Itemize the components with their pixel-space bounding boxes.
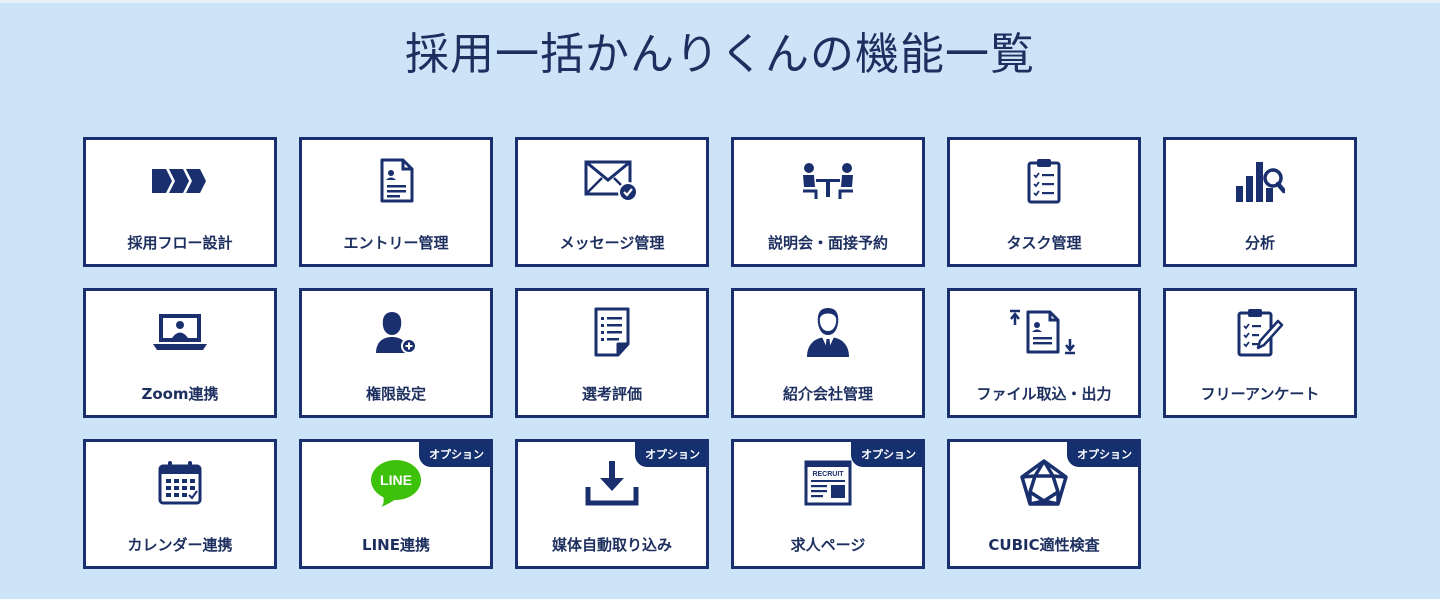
feature-label: カレンダー連携 xyxy=(127,536,233,554)
feature-label: フリーアンケート xyxy=(1200,385,1320,403)
feature-label: メッセージ管理 xyxy=(559,234,665,252)
file-import-export-icon xyxy=(1010,309,1075,355)
feature-label: 採用フロー設計 xyxy=(127,234,233,252)
feature-card-recruitment-flow[interactable]: 採用フロー設計 xyxy=(83,137,277,267)
feature-card-job-page[interactable]: オプション RECRUIT 求人ページ xyxy=(731,439,925,569)
feature-label: LINE連携 xyxy=(362,536,430,554)
feature-label: 選考評価 xyxy=(581,385,642,403)
feature-label: 分析 xyxy=(1244,234,1275,252)
feature-card-free-survey[interactable]: フリーアンケート xyxy=(1163,288,1357,418)
evaluation-sheet-icon xyxy=(594,307,630,357)
feature-label: Zoom連携 xyxy=(141,385,219,403)
feature-label: エントリー管理 xyxy=(343,234,449,252)
feature-card-zoom[interactable]: Zoom連携 xyxy=(83,288,277,418)
feature-card-entry-management[interactable]: エントリー管理 xyxy=(299,137,493,267)
top-border xyxy=(0,0,1440,3)
option-badge: オプション xyxy=(635,442,706,467)
feature-card-file-import-export[interactable]: ファイル取込・出力 xyxy=(947,288,1141,418)
bar-chart-magnifier-icon xyxy=(1236,162,1285,202)
feature-label: 紹介会社管理 xyxy=(782,385,873,403)
businessman-icon xyxy=(807,308,849,357)
feature-label: CUBIC適性検査 xyxy=(988,536,1100,554)
survey-clipboard-pen-icon xyxy=(1237,309,1284,357)
flow-arrows-icon xyxy=(152,169,206,193)
feature-card-cubic-aptitude-test[interactable]: オプション CUBIC適性検査 xyxy=(947,439,1141,569)
meeting-table-icon xyxy=(803,163,853,199)
recruit-page-icon: RECRUIT xyxy=(804,460,852,506)
feature-card-media-auto-import[interactable]: オプション 媒体自動取り込み xyxy=(515,439,709,569)
feature-label: 権限設定 xyxy=(365,385,426,403)
feature-grid: 採用フロー設計 エントリー管理 メッセージ管理 xyxy=(83,137,1357,569)
feature-card-task-management[interactable]: タスク管理 xyxy=(947,137,1141,267)
line-logo-icon: LINE xyxy=(371,460,421,507)
feature-card-agency-management[interactable]: 紹介会社管理 xyxy=(731,288,925,418)
entry-document-icon xyxy=(380,158,414,203)
option-badge: オプション xyxy=(1067,442,1138,467)
feature-card-selection-evaluation[interactable]: 選考評価 xyxy=(515,288,709,418)
user-plus-icon xyxy=(376,312,417,354)
feature-label: 媒体自動取り込み xyxy=(551,536,672,554)
feature-card-analysis[interactable]: 分析 xyxy=(1163,137,1357,267)
page-title: 採用一括かんりくんの機能一覧 xyxy=(405,29,1035,80)
feature-label: 説明会・面接予約 xyxy=(767,234,888,252)
feature-label: 求人ページ xyxy=(790,536,866,554)
option-badge: オプション xyxy=(851,442,922,467)
feature-card-permission-settings[interactable]: 権限設定 xyxy=(299,288,493,418)
clipboard-checklist-icon xyxy=(1027,159,1061,204)
feature-card-message-management[interactable]: メッセージ管理 xyxy=(515,137,709,267)
polyhedron-icon xyxy=(1020,459,1068,506)
line-logo-text: LINE xyxy=(380,472,412,488)
feature-card-briefing-interview[interactable]: 説明会・面接予約 xyxy=(731,137,925,267)
option-badge: オプション xyxy=(419,442,490,467)
recruit-logo-text: RECRUIT xyxy=(812,471,844,478)
feature-card-calendar[interactable]: カレンダー連携 xyxy=(83,439,277,569)
feature-card-line[interactable]: オプション LINE LINE連携 xyxy=(299,439,493,569)
feature-label: ファイル取込・出力 xyxy=(976,385,1112,403)
envelope-check-icon xyxy=(584,160,638,202)
feature-label: タスク管理 xyxy=(1006,234,1082,252)
download-tray-icon xyxy=(585,461,639,506)
calendar-icon xyxy=(158,461,202,505)
laptop-person-icon xyxy=(153,314,207,350)
